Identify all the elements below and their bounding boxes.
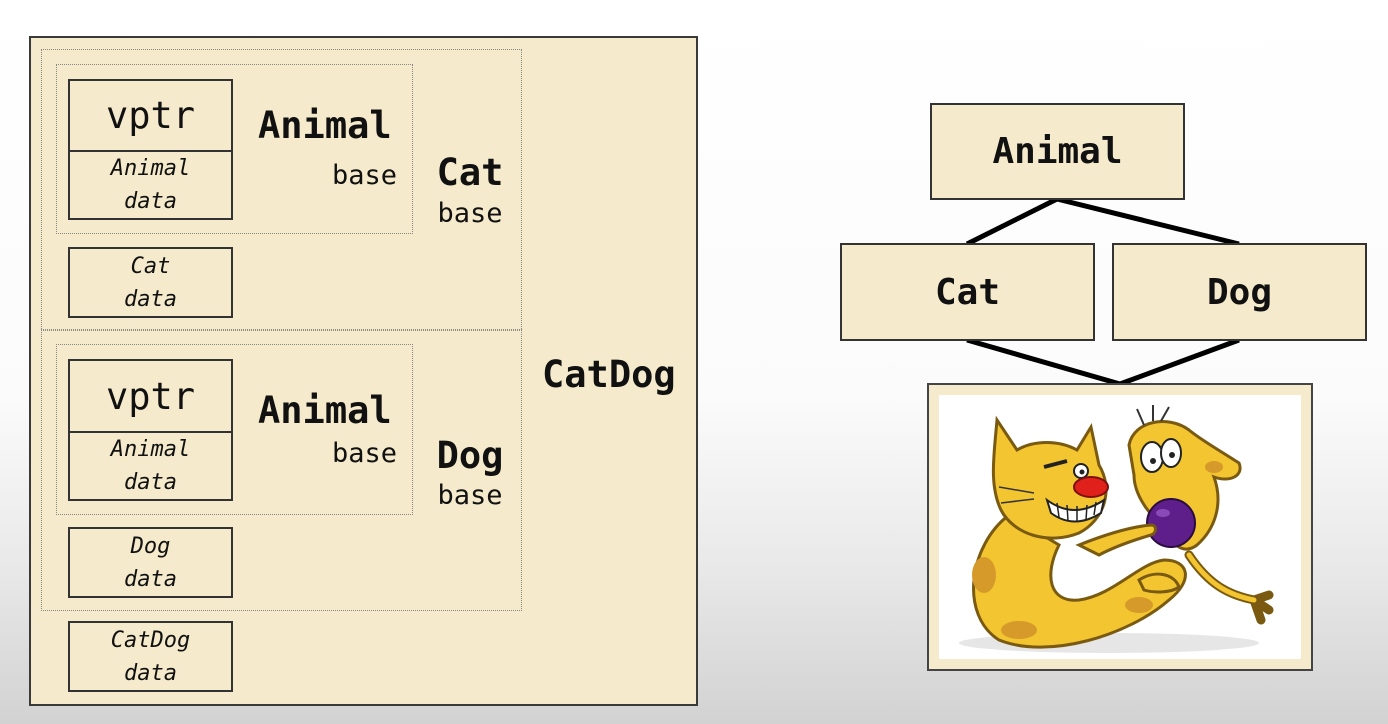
- cat-data-field: Cat data: [68, 247, 233, 318]
- cat-animal-base-region: [56, 64, 413, 234]
- dog-animal-cell: vptr Animal data: [68, 359, 233, 501]
- cat-head: [991, 415, 1108, 540]
- catdog-cartoon-icon: [959, 405, 1274, 653]
- cat-animal-base-label: Animal: [258, 104, 392, 147]
- dog-animal-base-label: Animal: [258, 389, 392, 432]
- dog-base-region: [41, 329, 522, 611]
- cat-animal-base-sublabel: base: [331, 160, 397, 191]
- dog-animal-data-field: Animal data: [110, 437, 191, 495]
- catdog-image-frame: [927, 383, 1313, 671]
- catdog-body: [972, 513, 1187, 649]
- dog-animal-base-sublabel: base: [331, 438, 397, 469]
- dog-base-sublabel: base: [437, 480, 503, 511]
- dog-ball-nose: [1146, 498, 1196, 548]
- catdog-image: [939, 395, 1301, 659]
- connector-animal-cat: [965, 196, 1059, 247]
- cat-vptr-field: vptr: [105, 94, 196, 137]
- cat-animal-data-field: Animal data: [110, 156, 191, 214]
- catdog-data-field: CatDog data: [68, 621, 233, 692]
- dog-data-field: Dog data: [68, 527, 233, 598]
- cat-base-sublabel: base: [437, 198, 503, 229]
- cat-base-region: [41, 49, 522, 331]
- hierarchy-animal-box: Animal: [930, 103, 1185, 200]
- dog-vptr-field: vptr: [105, 374, 196, 418]
- dog-animal-base-region: [56, 344, 413, 515]
- hierarchy-dog-box: Dog: [1112, 243, 1367, 341]
- connector-animal-dog: [1056, 196, 1240, 247]
- catdog-label: CatDog: [542, 353, 676, 396]
- cat-nose: [1073, 476, 1109, 498]
- connector-dog-catdog: [1119, 337, 1240, 387]
- cat-animal-cell: vptr Animal data: [68, 79, 233, 220]
- cell-divider: [70, 150, 231, 152]
- connector-cat-catdog: [966, 337, 1121, 387]
- cat-base-label: Cat: [436, 151, 504, 194]
- dog-base-label: Dog: [436, 434, 504, 477]
- cell-divider: [70, 431, 231, 433]
- hierarchy-cat-box: Cat: [840, 243, 1095, 341]
